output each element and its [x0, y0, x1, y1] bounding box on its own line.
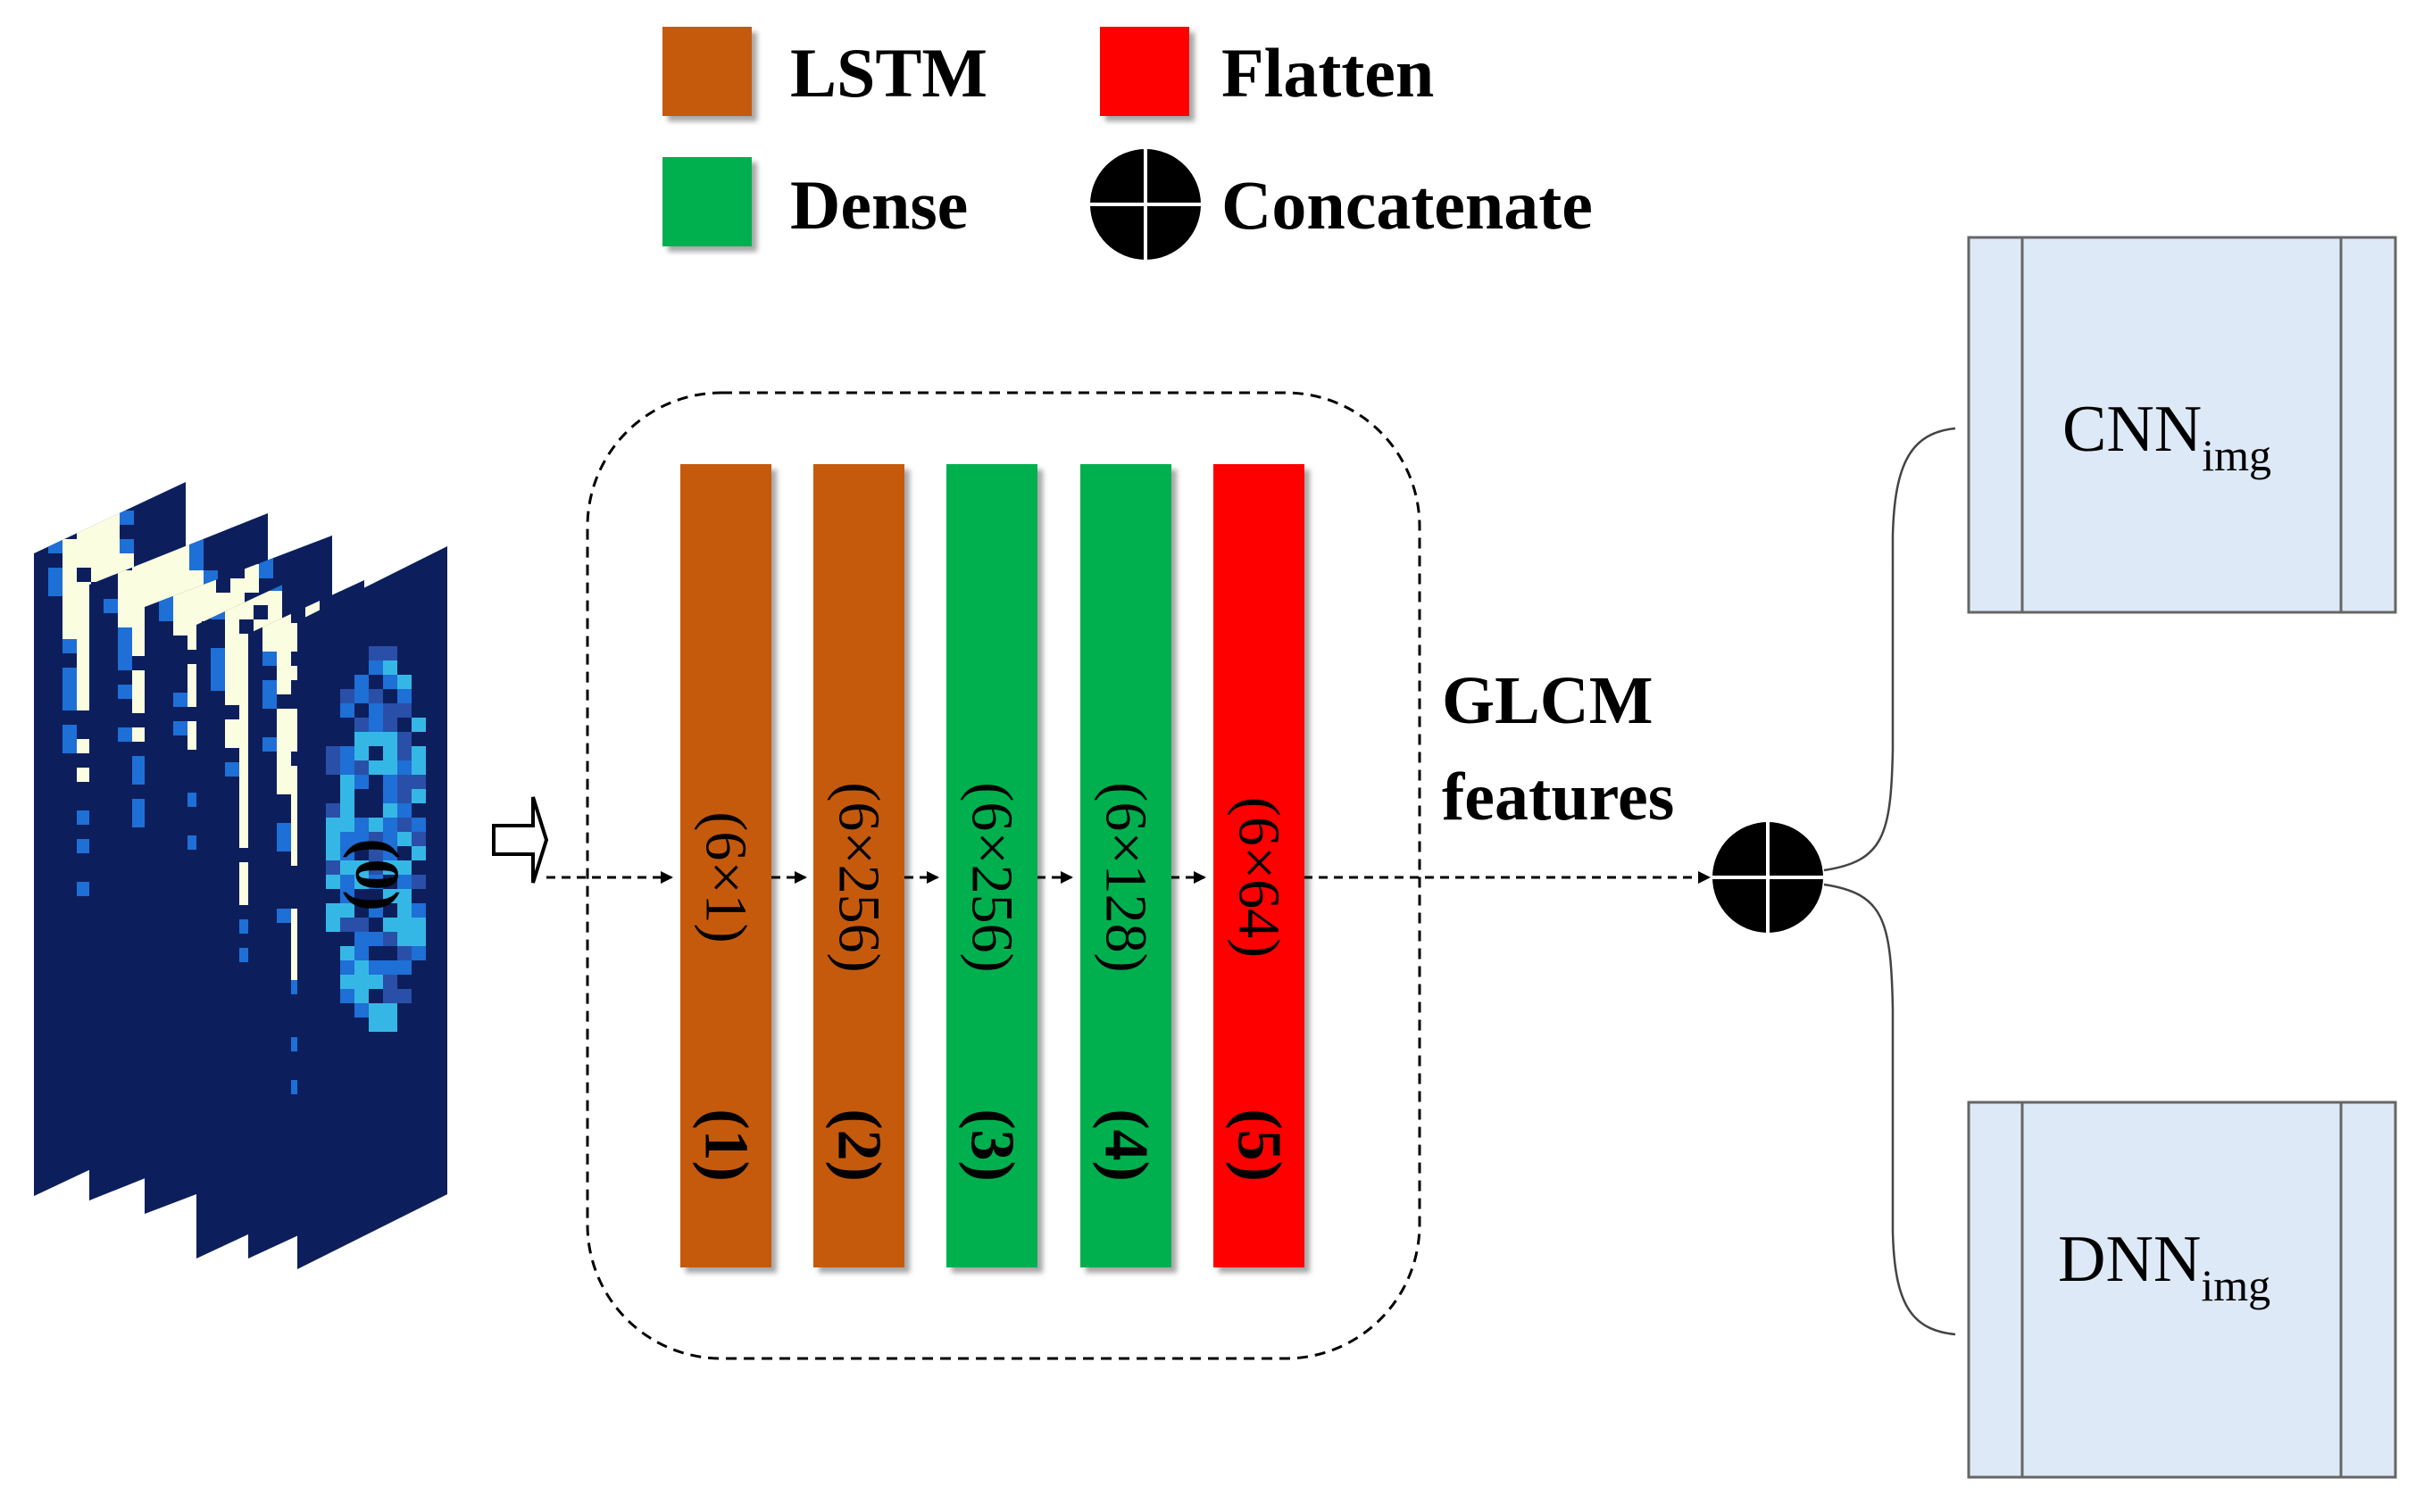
layer-bar-4	[1080, 464, 1171, 1267]
layer-bar-5	[1213, 464, 1304, 1267]
layer-index-4: (4)	[1092, 1109, 1161, 1182]
legend-dense-label: Dense	[790, 166, 968, 244]
layer-index-3: (3)	[958, 1109, 1027, 1182]
layer-bar-2	[813, 464, 904, 1267]
legend-dense-swatch	[662, 157, 752, 246]
input-image-stack	[34, 482, 447, 1269]
cnn-model-label: CNNimg	[2062, 393, 2271, 480]
dnn-model-label: DNNimg	[2058, 1223, 2270, 1310]
legend: LSTM Flatten Dense Concatenate	[662, 27, 1593, 260]
glcm-label-line2: features	[1442, 760, 1674, 835]
cnn-model-box: CNNimg	[1967, 236, 2397, 614]
brace-lower	[1823, 883, 1956, 1336]
layer-shape-3: (6×256)	[960, 782, 1025, 972]
legend-flatten-label: Flatten	[1221, 34, 1434, 112]
input-slice-6	[297, 546, 447, 1269]
legend-concatenate-label: Concatenate	[1221, 166, 1593, 244]
layer-index-2: (2)	[825, 1109, 894, 1182]
layer-bar-3	[946, 464, 1037, 1267]
layer-stack: (6×1) (1) (6×256) (2) (6×256) (3) (6×128) (4) (6…	[680, 464, 1304, 1267]
concatenate-node-icon	[1712, 822, 1823, 933]
input-label: (0)	[342, 838, 411, 911]
brace-upper	[1823, 427, 1956, 872]
layer-shape-5: (6×64)	[1227, 797, 1292, 958]
concatenate-icon	[1090, 149, 1201, 260]
input-hollow-arrow-icon	[492, 796, 549, 884]
layer-shape-1: (6×1)	[694, 811, 759, 943]
layer-index-5: (5)	[1225, 1109, 1294, 1182]
layer-index-1: (1)	[692, 1109, 761, 1182]
layer-shape-4: (6×128)	[1094, 782, 1159, 972]
layer-bar-1	[680, 464, 771, 1267]
legend-lstm-label: LSTM	[790, 34, 987, 112]
legend-flatten-swatch	[1100, 27, 1189, 116]
layer-shape-2: (6×256)	[827, 782, 892, 972]
model-container	[586, 391, 1421, 1360]
dnn-model-box: DNNimg	[1967, 1101, 2397, 1479]
legend-lstm-swatch	[662, 27, 752, 116]
glcm-label-line1: GLCM	[1442, 663, 1653, 738]
